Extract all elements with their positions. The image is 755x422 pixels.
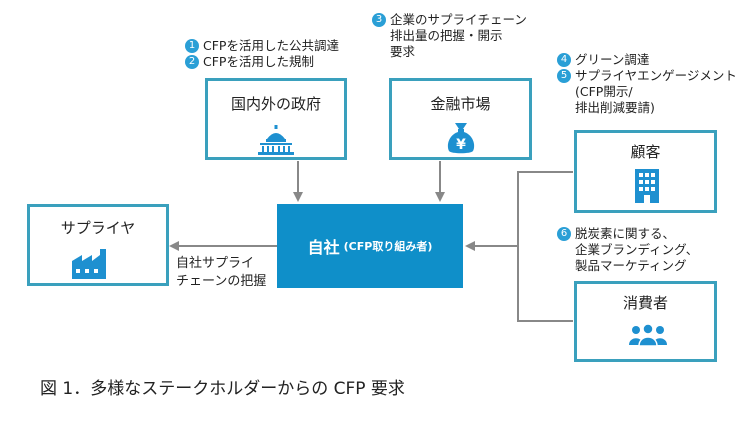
- consumer-label: 消費者: [622, 294, 668, 312]
- supplier-box: サプライヤ: [27, 204, 169, 286]
- supplier-annotation-line2: チェーンの把握: [176, 274, 267, 289]
- annotation-text-5b: (CFP開示/: [575, 84, 633, 99]
- people-icon: [629, 324, 667, 346]
- government-box: 国内外の政府: [205, 78, 347, 160]
- figure-caption: 図 1．多様なステークホルダーからの CFP 要求: [40, 379, 405, 399]
- number-badge-2: 2: [185, 54, 199, 69]
- annotation-supplier: 自社サプライ チェーンの把握: [176, 255, 266, 291]
- annotation-text-2: CFPを活用した規制: [203, 54, 314, 69]
- finance-label: 金融市場: [430, 95, 491, 113]
- annotation-text-5c: 排出削減要請): [575, 100, 655, 115]
- annotation-text-3b: 排出量の把握・開示: [390, 28, 503, 43]
- customer-label: 顧客: [630, 143, 661, 161]
- annotation-text-4: グリーン調達: [575, 52, 650, 67]
- company-label: 自社: [307, 238, 340, 257]
- annotation-text-1: CFPを活用した公共調達: [203, 38, 339, 53]
- number-badge-6: 6: [557, 226, 571, 241]
- annotation-text-6b: 企業ブランディング、: [575, 242, 699, 257]
- government-label: 国内外の政府: [230, 95, 321, 113]
- annotation-customer: 4 グリーン調達 5 サプライヤエンゲージメント (CFP開示/ 排出削減要請): [557, 52, 737, 116]
- money-bag-icon: ¥: [447, 123, 475, 154]
- annotation-text-6c: 製品マーケティング: [575, 258, 687, 273]
- company-sublabel: (CFP取り組み者): [343, 240, 433, 253]
- consumer-box: 消費者: [574, 281, 717, 362]
- capitol-icon: [258, 125, 294, 155]
- supplier-annotation-line1: 自社サプライ: [176, 256, 255, 271]
- finance-box: 金融市場 ¥: [389, 78, 532, 160]
- number-badge-3: 3: [372, 12, 386, 27]
- svg-text:¥: ¥: [456, 137, 466, 153]
- annotation-text-6a: 脱炭素に関する、: [575, 226, 676, 241]
- customer-box: 顧客: [574, 130, 717, 213]
- annotation-finance: 3 企業のサプライチェーン 排出量の把握・開示 要求: [372, 12, 527, 60]
- annotation-text-5a: サプライヤエンゲージメント: [575, 68, 737, 83]
- number-badge-4: 4: [557, 52, 571, 67]
- annotation-text-3c: 要求: [390, 44, 416, 59]
- annotation-text-3a: 企業のサプライチェーン: [390, 12, 527, 27]
- supplier-label: サプライヤ: [60, 219, 136, 237]
- number-badge-1: 1: [185, 38, 199, 53]
- factory-icon: [72, 249, 106, 279]
- number-badge-5: 5: [557, 68, 571, 83]
- annotation-consumer: 6 脱炭素に関する、 企業ブランディング、 製品マーケティング: [557, 226, 698, 274]
- annotation-government: 1 CFPを活用した公共調達 2 CFPを活用した規制: [185, 38, 339, 70]
- building-icon: [635, 169, 659, 203]
- company-box: 自社 (CFP取り組み者): [277, 204, 463, 288]
